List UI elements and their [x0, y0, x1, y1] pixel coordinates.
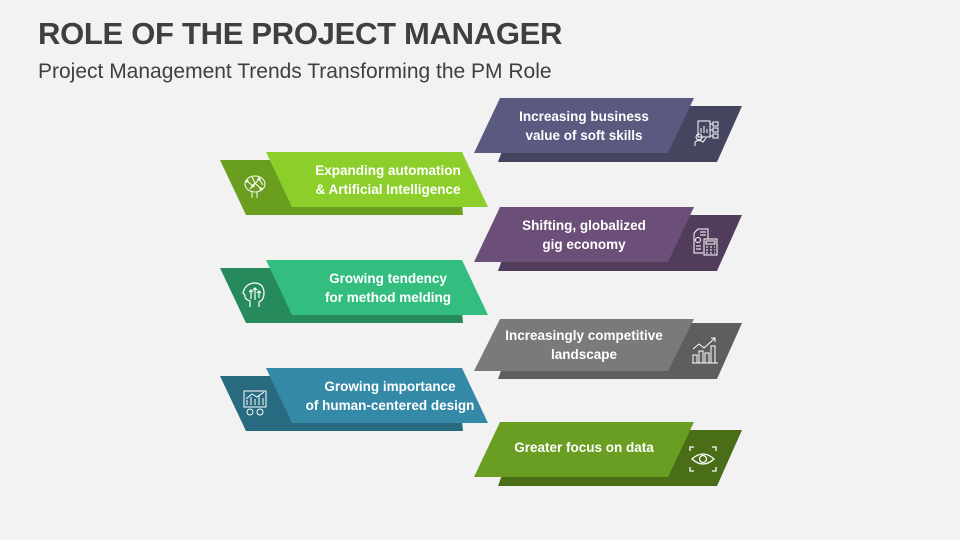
- card-back-shape: [220, 368, 488, 431]
- trend-card-method-melding: Growing tendency for method melding: [218, 258, 490, 326]
- trend-card-competitive-landscape: Increasingly competitive landscape: [472, 319, 744, 381]
- document-calculator-icon: [690, 227, 720, 257]
- card-label: Expanding automation & Artificial Intell…: [315, 162, 461, 197]
- card-back-shape: [220, 260, 488, 323]
- card-label: Growing importance of human-centered des…: [305, 378, 475, 413]
- head-arrows-icon: [240, 280, 270, 310]
- card-back-shape: [474, 207, 742, 271]
- card-label: Increasing business value of soft skills: [519, 108, 649, 143]
- trend-card-soft-skills: Increasing business value of soft skills: [472, 96, 744, 164]
- card-back-shape: [474, 319, 742, 379]
- ai-brain-icon: [240, 172, 270, 202]
- trend-card-automation-ai: Expanding automation & Artificial Intell…: [218, 150, 490, 218]
- page-subtitle: Project Management Trends Transforming t…: [38, 60, 552, 83]
- chart-gears-icon: [240, 388, 270, 418]
- trend-card-gig-economy: Shifting, globalized gig economy: [472, 205, 744, 273]
- page-title: ROLE OF THE PROJECT MANAGER: [38, 16, 563, 51]
- card-label: Greater focus on data: [514, 439, 654, 455]
- trend-card-human-centered-design: Growing importance of human-centered des…: [218, 366, 490, 434]
- card-label: Growing tendency for method melding: [325, 270, 451, 305]
- presentation-person-icon: [692, 118, 722, 148]
- card-label: Shifting, globalized gig economy: [522, 217, 646, 252]
- card-label: Increasingly competitive landscape: [505, 328, 663, 362]
- card-back-shape: [474, 98, 742, 162]
- card-back-shape: [474, 422, 742, 486]
- eye-scan-icon: [688, 444, 718, 474]
- growth-chart-icon: [690, 335, 720, 365]
- card-back-shape: [220, 152, 488, 215]
- trend-card-focus-on-data: Greater focus on data: [472, 420, 744, 488]
